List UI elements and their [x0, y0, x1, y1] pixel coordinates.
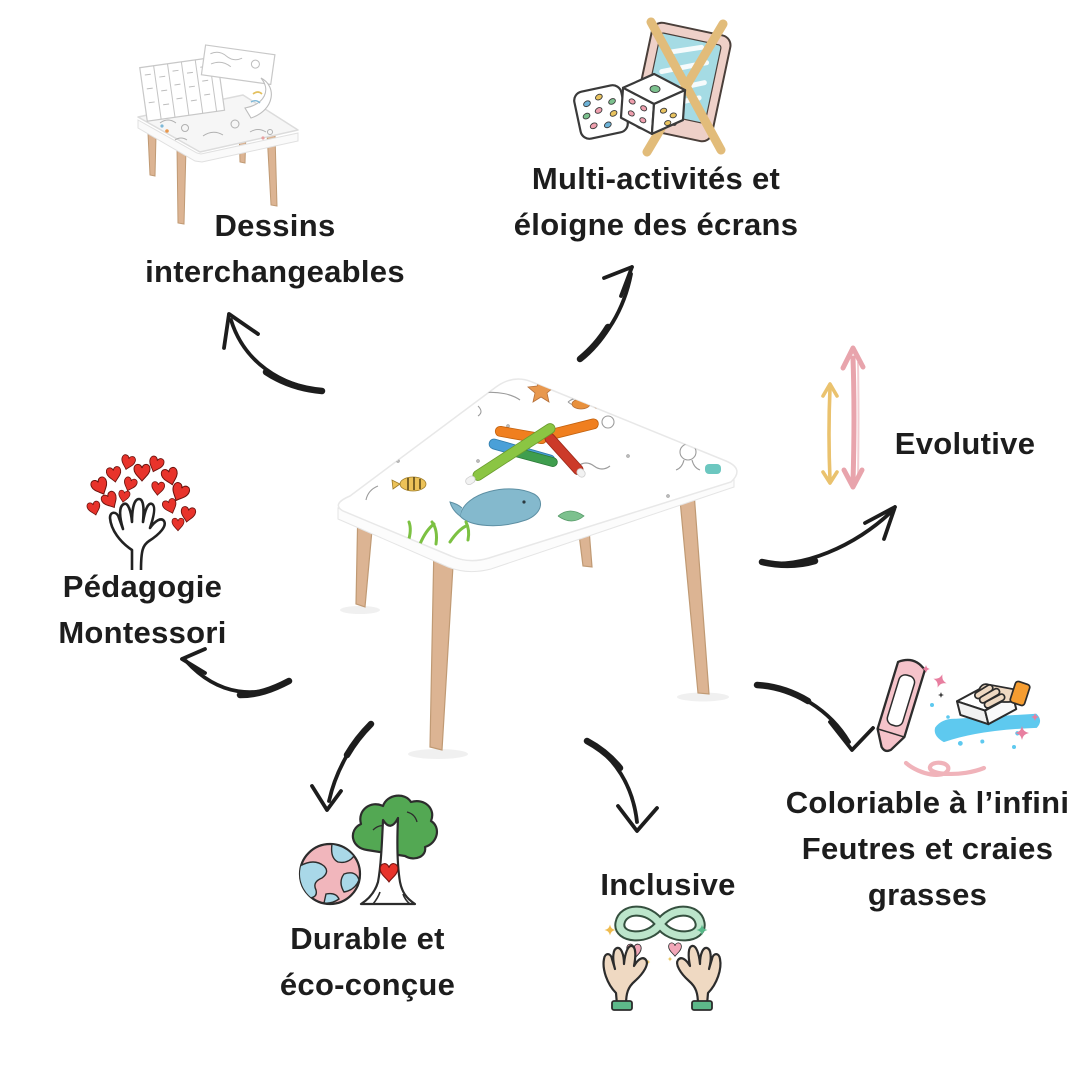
earth-and-tree-icon — [298, 794, 439, 906]
feature-label-inclusive: Inclusive — [588, 862, 748, 908]
label-line: Montessori — [58, 615, 227, 650]
feature-label-dessins: Dessins interchangeables — [100, 203, 450, 295]
feature-label-multi-activites: Multi-activités et éloigne des écrans — [466, 156, 846, 248]
die-left — [573, 84, 629, 140]
pink-height-arrow — [840, 345, 866, 490]
tree — [351, 794, 439, 906]
label-line: grasses — [867, 877, 988, 912]
coloring-table-photo — [337, 378, 738, 759]
infinity-and-open-hands-icon — [602, 905, 722, 1011]
label-line: éco-conçue — [279, 967, 456, 1002]
dice-and-crossed-out-tablet-icon — [573, 17, 732, 157]
drawing-sheet-plain — [200, 44, 276, 86]
label-line: interchangeables — [145, 254, 405, 289]
label-line: éloigne des écrans — [513, 207, 799, 242]
arrow-to-coloriable — [753, 681, 875, 752]
feature-label-coloriable: Coloriable à l’infini Feutres et craies … — [765, 780, 1080, 918]
label-line: Durable et — [290, 921, 445, 956]
feature-label-durable: Durable et éco-conçue — [265, 916, 470, 1008]
crayon-squiggle — [903, 760, 987, 777]
crayon-and-eraser-icon — [876, 658, 1041, 777]
label-line: Feutres et craies — [801, 831, 1054, 866]
hand-with-hearts-icon — [85, 453, 197, 570]
open-hands — [602, 944, 722, 1011]
label-line: Pédagogie — [62, 569, 223, 604]
tabletop-doodles — [365, 378, 728, 546]
label-line: Evolutive — [894, 426, 1036, 461]
open-hand-outline — [108, 497, 166, 570]
label-line: Dessins — [214, 208, 336, 243]
label-line: Inclusive — [600, 867, 736, 902]
infinity-symbol — [616, 907, 704, 940]
arrow-to-evolutive — [758, 505, 897, 569]
label-line: Multi-activités et — [531, 161, 781, 196]
curled-sheet-corner — [244, 77, 272, 119]
label-line: Coloriable à l’infini — [785, 785, 1070, 820]
tabletop — [337, 378, 738, 562]
yellow-height-arrow — [821, 382, 839, 485]
arrow-to-dessins — [222, 312, 326, 395]
hearts — [85, 453, 197, 532]
feature-label-montessori: Pédagogie Montessori — [40, 564, 245, 656]
eraser-and-hand — [934, 680, 1041, 746]
die-right — [619, 72, 687, 136]
double-height-arrows-icon — [821, 345, 866, 490]
mini-table-with-interchangeable-sheets-icon — [137, 44, 299, 225]
felt-pens — [465, 418, 599, 486]
feature-label-evolutive: Evolutive — [875, 421, 1055, 467]
earth — [298, 842, 362, 906]
crayon — [876, 658, 926, 753]
arrow-to-multi — [576, 265, 634, 363]
